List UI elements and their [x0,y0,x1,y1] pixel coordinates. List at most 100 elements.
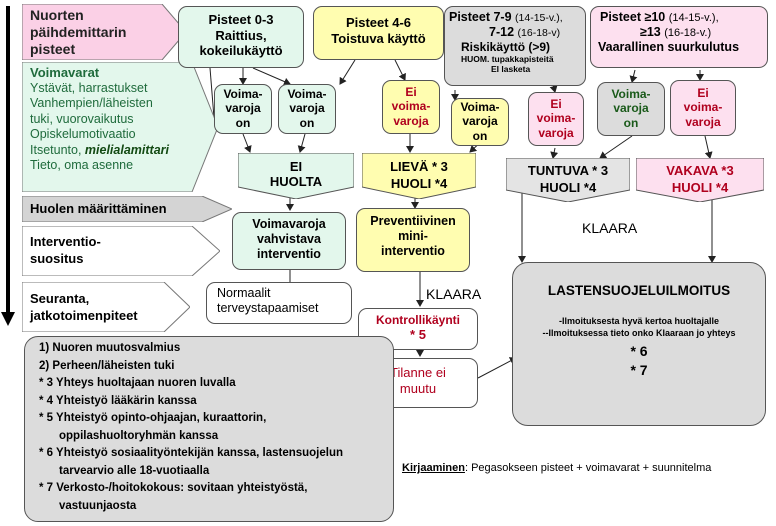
p79-note: HUOM. tupakkapisteitä [461,54,554,65]
note-line: * 6 Yhteistyö sosiaalityöntekijän kanssa… [39,447,344,459]
p79-note: EI lasketa [491,64,531,75]
kirjaaminen-label: Kirjaaminen [402,462,465,474]
tilanne-line: Tilanne ei [390,365,446,380]
p03-line: Raittius, [215,27,267,43]
p10-age: (14-15-v.), [668,12,719,24]
level-line: TUNTUVA * 3 [527,163,609,178]
box-line: varoja [225,101,261,116]
vakava-huoli-level: VAKAVA *3 HUOLI *4 [636,158,764,202]
huolen-label: Huolen määrittäminen [30,201,167,216]
interventio-line: suositus [30,251,84,266]
note-line: oppilashuoltoryhmän kanssa [59,429,219,442]
pisteet-7-9-box: Pisteet 7-9 (14-15-v.), 7-12 (16-18-v) R… [444,6,586,86]
kontrolli-num: * 5 [410,327,426,343]
p13-age: (16-18-v.) [664,27,712,40]
box-line: Voima- [611,87,651,101]
tuntuva-huoli-level: TUNTUVA * 3 HUOLI *4 [506,158,630,202]
p03-line: kokeilukäyttö [199,43,283,59]
p79-sub: Riskikäyttö (>9) [461,40,551,54]
box-line: on [472,128,488,143]
pisteet-0-3-box: Pisteet 0-3 Raittius, kokeilukäyttö [178,6,304,68]
box-line: Ei [697,86,709,100]
tilanne-line: muutu [399,380,437,396]
note-line: 2) Perheen/läheisten tuki [39,359,175,372]
box-line: varoja [685,114,721,129]
interv-line: vahvistava [257,232,321,246]
note-line: 1) Nuoren muutosvalmius [39,342,181,354]
follow-line: terveystapaamiset [217,301,319,315]
note-line: tarvearvio alle 18-vuotiaalla [59,464,210,477]
voimavaroja-on-box-1: Voima- varoja on [214,84,272,134]
interv-line: Preventiivinen [370,214,456,228]
interventio-line: Interventio- [30,234,101,249]
kirjaaminen-text: Kirjaaminen: Pegasokseen pisteet + voima… [402,462,711,474]
interv-line: interventio [257,247,321,261]
note-line: * 7 Verkosto-/hoitokokous: sovitaan yhte… [39,482,308,494]
mielialamittari-text: mielialamittari [84,142,169,157]
note-line: * 5 Yhteistyö opinto-ohjaajan, kuraattor… [39,412,267,424]
interv-line: mini- [398,229,428,243]
notes-box: 1) Nuoren muutosvalmius 2) Perheen/lähei… [24,336,394,522]
lastensuojeluilmoitus-box: LASTENSUOJELUILMOITUS -Ilmoituksesta hyv… [512,262,766,426]
voimavaroja-on-box-2: Voima- varoja on [278,84,336,134]
level-line: HUOLI *4 [539,180,597,195]
lastensuojelu-line: --Ilmoituksessa tieto onko Klaaraan jo y… [542,328,736,339]
ei-voimavaroja-box-2: Ei voima- varoja [528,92,584,146]
box-line: varoja [393,113,429,128]
interv-line: interventio [381,244,445,258]
lastensuojelu-title: LASTENSUOJELUILMOITUS [547,283,731,298]
klaara-label-top: KLAARA [582,220,638,236]
box-line: varoja [538,125,574,140]
voimavarat-line: Itsetunto, [30,142,82,157]
kontrolli-label: Kontrollikäynti [375,313,460,327]
preventiivinen-box: Preventiivinen mini- interventio [356,208,470,272]
p10-head: Pisteet ≥10 [600,10,666,24]
p10-sub: Vaarallinen suurkulutus [598,40,740,55]
voimavarat-box: Voimavarat Ystävät, harrastukset Vanhemp… [22,62,218,192]
level-line: HUOLI *4 [671,180,729,195]
p03-line: Pisteet 0-3 [208,12,274,27]
box-line: Ei [405,85,417,99]
klaara-label-mid: KLAARA [426,286,482,302]
ei-voimavaroja-box-3: Ei voima- varoja [670,80,736,136]
box-line: voima- [536,111,576,126]
box-line: Voima- [460,100,500,114]
ei-voimavaroja-box-1: Ei voima- varoja [382,80,440,134]
level-line: HUOLTA [269,174,323,189]
box-line: on [299,115,315,130]
box-line: varoja [289,101,325,116]
box-line: voima- [391,99,431,114]
voimavaroja-on-box-4: Voima- varoja on [597,82,665,136]
p13-head: ≥13 [640,25,661,40]
voimavarat-line: Tieto, oma asenne [30,158,134,172]
voimavaroja-vahvistava-box: Voimavaroja vahvistava interventio [232,212,346,270]
box-line: Ei [550,97,562,111]
box-line: varoja [613,101,649,116]
seuranta-box: Seuranta, jatkotoimenpiteet [22,282,190,332]
box-line: varoja [462,114,498,129]
seuranta-line: Seuranta, [30,291,90,306]
interv-line: Voimavaroja [252,217,326,231]
voimavarat-line: Opiskelumotivaatio [30,127,136,141]
voimavarat-line: Vanhempien/läheisten [30,96,153,110]
note-line: * 3 Yhteys huoltajaan nuoren luvalla [39,377,236,389]
box-line: voima- [683,100,723,115]
normaalit-terveystapaamiset-box: Normaalit terveystapaamiset [206,282,352,324]
huolen-maarittaminen-arrow: Huolen määrittäminen [22,196,232,222]
interventiosuositus-box: Interventio- suositus [22,226,220,276]
p46-line: Pisteet 4-6 [345,15,412,30]
header-line: pisteet [30,41,76,57]
header-pisteet-pentagon: Nuorten päihdemittarin pisteet [22,4,186,60]
box-line: Voima- [287,87,327,101]
voimavarat-line: Ystävät, harrastukset [30,80,148,95]
box-line: on [235,115,251,130]
pisteet-10-box: Pisteet ≥10 (14-15-v.), ≥13 (16-18-v.) V… [590,6,768,68]
voimavaroja-on-box-3: Voima- varoja on [451,98,509,146]
header-line: Nuorten [30,7,84,23]
box-line: on [623,115,639,130]
level-line: LIEVÄ * 3 [390,159,448,174]
voimavarat-title: Voimavarat [30,65,100,80]
p79-head: Pisteet 7-9 [449,10,512,24]
header-line: päihdemittarin [30,24,127,40]
note-line: vastuunjaosta [59,499,137,512]
